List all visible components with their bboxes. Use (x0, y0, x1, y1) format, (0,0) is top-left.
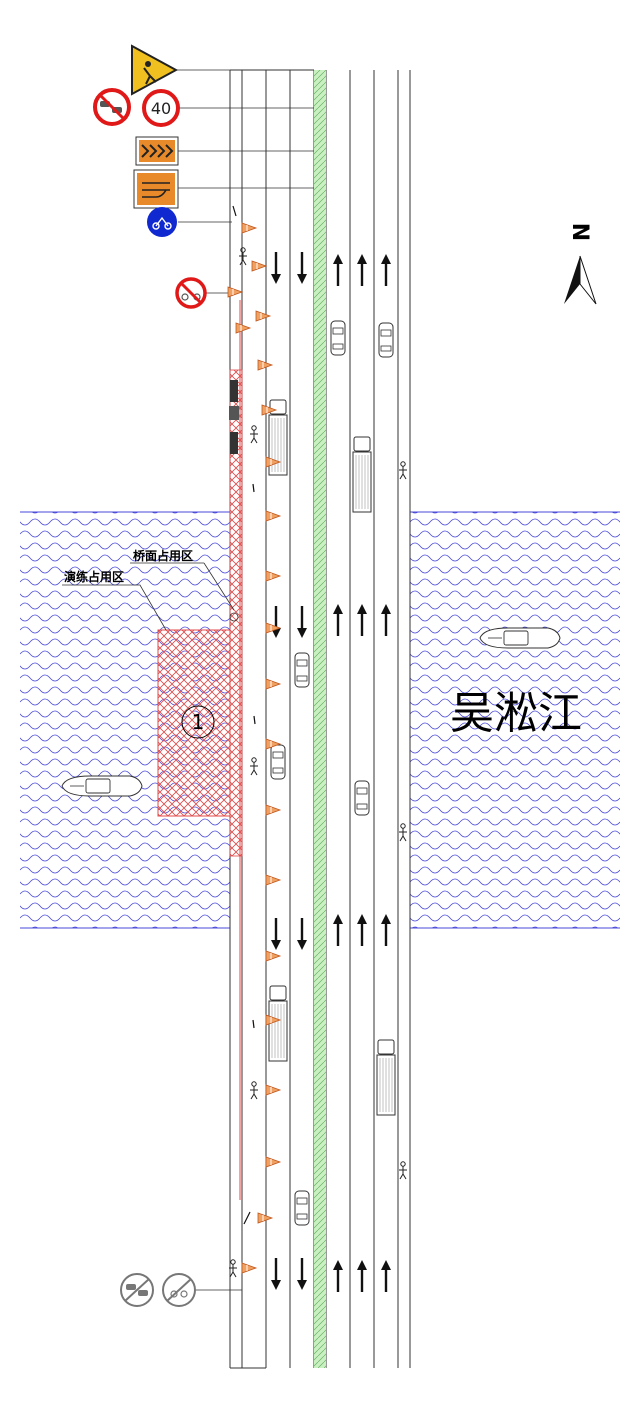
lane-markers (232, 205, 256, 1225)
drill-occupied-zone (157, 629, 231, 817)
median-strip (314, 70, 326, 1368)
river-right-bank (410, 512, 620, 928)
boat-left (61, 775, 143, 797)
drill-zone-label: 演练占用区 (64, 569, 124, 584)
speed-limit-value: 40 (151, 99, 171, 118)
north-arrow-icon (564, 255, 597, 305)
road (229, 69, 411, 1369)
motorcycle-lane-sign-icon (147, 207, 177, 237)
end-no-overtaking-sign-icon (120, 1273, 154, 1307)
drill-zone-leader (62, 584, 167, 631)
river-name: 吴淞江 (450, 688, 582, 739)
survey-point (229, 612, 239, 622)
no-motorcycle-sign-icon (175, 277, 207, 309)
northbound-arrows (331, 252, 393, 1294)
road-work-warning-sign-icon (131, 44, 179, 96)
zone-number-circle (181, 705, 215, 739)
vehicles (268, 320, 396, 1226)
north-label: N (567, 223, 592, 241)
construction-equipment-icon (229, 380, 239, 454)
end-restriction-sign-icon (162, 1273, 196, 1307)
speed-limit-sign-icon: 40 (142, 89, 180, 127)
boat-right (479, 627, 561, 649)
zone-number: 1 (192, 710, 205, 734)
lane-merge-sign-icon (133, 169, 179, 209)
sign-leaders (176, 69, 314, 1291)
chevron-guide-sign-icon (135, 136, 179, 166)
bridge-zone-label: 桥面占用区 (133, 548, 193, 563)
bridge-occupied-zone (229, 369, 243, 857)
no-overtaking-sign-icon (93, 88, 131, 126)
bridge-zone-leader (203, 562, 235, 611)
